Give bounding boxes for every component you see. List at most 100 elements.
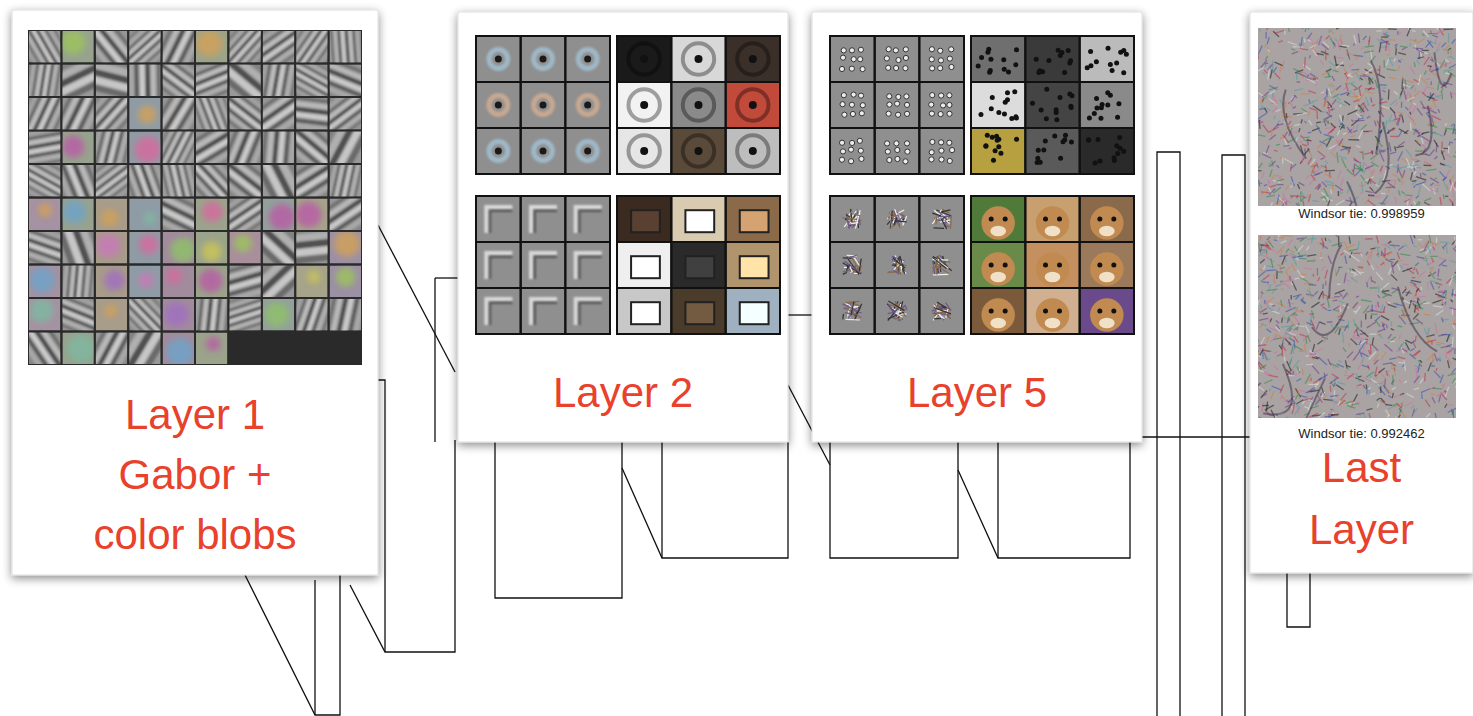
photo-dot	[1094, 105, 1099, 110]
deconv-dot	[904, 94, 909, 99]
photo-dot	[1068, 58, 1073, 63]
gabor-stripes	[229, 266, 260, 298]
noise-stroke	[1351, 120, 1353, 122]
noise-stroke	[1329, 61, 1336, 66]
deconv-grid	[475, 195, 611, 335]
grid-cell	[831, 289, 874, 333]
noise-stroke	[1398, 168, 1402, 178]
noise-stroke	[1288, 140, 1293, 143]
photo-dot	[1012, 89, 1017, 94]
color-blob	[62, 200, 86, 224]
noise-stroke	[1379, 65, 1381, 74]
filter-cell	[263, 98, 294, 130]
photo-dot	[990, 95, 995, 100]
gabor-stripe	[313, 38, 327, 63]
gabor-stripes	[330, 98, 361, 130]
cell-ground	[196, 333, 227, 365]
deconv-dot	[929, 111, 934, 116]
gabor-stripes	[163, 98, 194, 130]
cell-ground	[296, 199, 327, 231]
deconv-ground	[566, 83, 609, 127]
noise-stroke	[1355, 165, 1363, 170]
noise-stroke	[1269, 127, 1279, 132]
grid-cell	[522, 197, 565, 241]
gabor-stripe	[184, 134, 194, 163]
conv-block	[378, 225, 455, 372]
noise-stroke	[1414, 88, 1416, 92]
photo-dot	[989, 106, 994, 111]
filter-cell	[29, 199, 60, 231]
deconv-dot	[947, 140, 952, 145]
gabor-stripe	[196, 88, 227, 96]
gabor-stripe	[266, 44, 294, 63]
noise-stroke	[1298, 182, 1304, 185]
gabor-stripe	[29, 338, 44, 364]
deconv-fuzz	[888, 214, 903, 218]
deconv-dot	[849, 140, 854, 145]
noise-stroke	[1276, 175, 1283, 177]
gabor-stripe	[229, 325, 260, 331]
color-blob	[206, 337, 221, 352]
photo-square	[740, 302, 769, 324]
photo-dot	[983, 143, 988, 148]
gabor-stripe	[222, 299, 227, 331]
grid-cell	[727, 83, 779, 127]
gabor-stripes	[96, 65, 127, 97]
noise-stroke	[1408, 115, 1414, 121]
grid-cell	[522, 243, 565, 287]
filter-cell	[296, 31, 327, 63]
color-blob	[336, 267, 356, 287]
deconv-dot	[858, 93, 863, 98]
photo-dot	[1058, 53, 1063, 58]
noise-stroke	[1265, 32, 1266, 39]
photo-ring	[628, 89, 659, 120]
noise-stroke	[1270, 69, 1272, 78]
noise-stroke	[1370, 97, 1372, 102]
deconv-fuzz	[843, 273, 846, 275]
noise-stroke	[1265, 44, 1266, 47]
filter-cell	[62, 31, 93, 63]
gabor-stripes	[196, 299, 227, 331]
gabor-stripe	[287, 65, 294, 97]
deconv-ring	[534, 96, 553, 115]
deconv-dot	[858, 148, 863, 153]
conv-block	[622, 442, 788, 558]
gabor-stripes	[62, 232, 93, 264]
noise-stroke	[1397, 59, 1402, 62]
photo-dot	[1098, 116, 1103, 121]
noise-stroke	[1360, 75, 1369, 77]
deconv-dot	[905, 149, 910, 154]
photo-dot	[996, 144, 1001, 149]
deconv-fuzz	[950, 215, 952, 229]
noise-stroke	[1342, 45, 1349, 46]
deconv-dot	[859, 156, 864, 161]
gabor-stripes	[229, 98, 260, 130]
noise-stroke	[1394, 44, 1397, 46]
gabor-stripes	[96, 333, 127, 365]
gabor-stripe	[296, 260, 327, 264]
photo-dot	[1115, 151, 1120, 156]
gabor-stripe	[317, 299, 328, 331]
grid-cell	[831, 197, 874, 241]
photo-dot	[1001, 57, 1006, 62]
photo-dot	[1030, 101, 1035, 106]
gabor-stripe	[235, 215, 261, 230]
deconv-dot	[904, 102, 909, 107]
photo-dot	[1062, 70, 1067, 75]
photo-dot	[1099, 105, 1104, 110]
noise-stroke	[1323, 200, 1333, 201]
gabor-stripe	[51, 99, 61, 129]
photo-square	[740, 256, 769, 278]
noise-stroke	[1360, 152, 1363, 153]
photo-dot	[1046, 58, 1051, 63]
grid-cell	[618, 129, 670, 173]
deconv-dot	[930, 93, 935, 98]
filter-cell	[196, 65, 227, 97]
color-blob	[138, 105, 156, 123]
photo-dot	[993, 148, 998, 153]
noise-stroke	[1381, 36, 1388, 38]
deconv-dot	[857, 138, 862, 143]
noise-stroke	[1308, 194, 1310, 201]
color-blob	[104, 270, 125, 291]
deconv-corner	[576, 299, 602, 325]
